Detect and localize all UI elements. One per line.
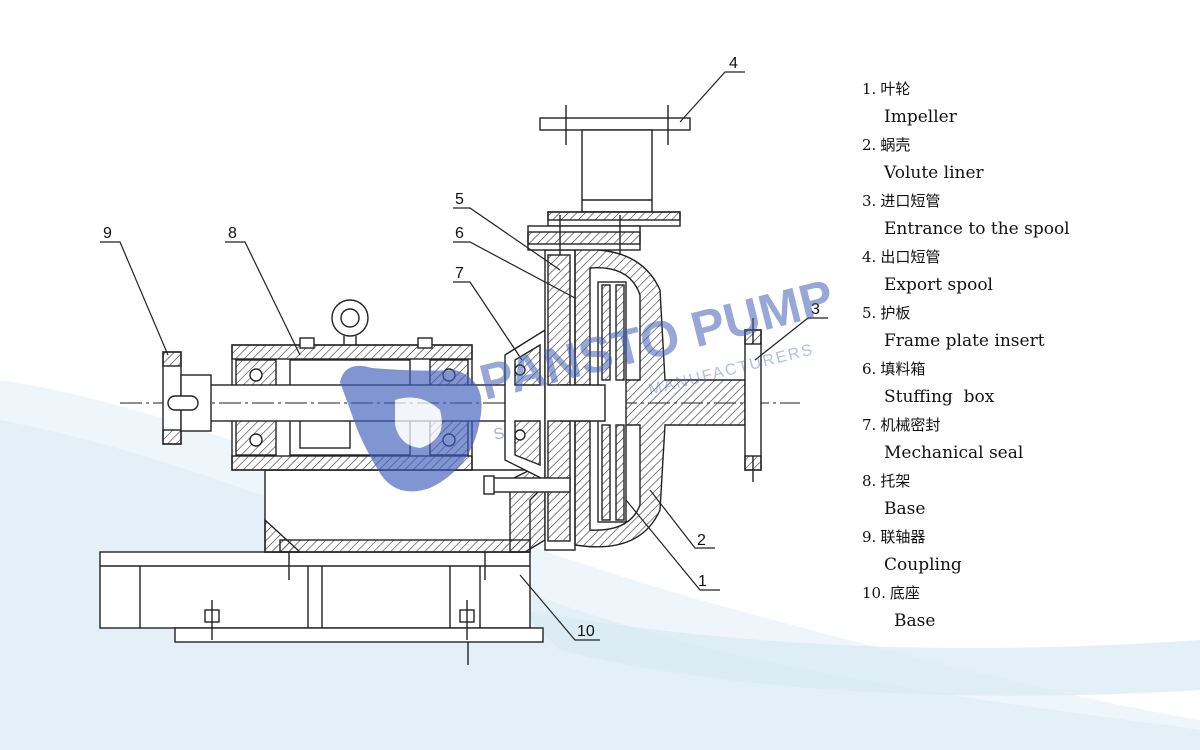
legend-number: 1. bbox=[862, 80, 877, 98]
legend-chinese-label: 进口短管 bbox=[880, 192, 941, 210]
legend-chinese-label: 填料箱 bbox=[880, 360, 926, 378]
callout-8: 8 bbox=[228, 225, 237, 242]
legend-english-label: Frame plate insert bbox=[884, 331, 1045, 351]
legend-english-label: Coupling bbox=[884, 555, 962, 575]
legend-item-1: 1.叶轮 Impeller bbox=[862, 78, 1192, 134]
legend-chinese-label: 底座 bbox=[889, 584, 920, 602]
legend-number: 4. bbox=[862, 248, 877, 266]
parts-legend: 1.叶轮 Impeller 2.蜗壳 Volute liner 3.进口短管 E… bbox=[862, 78, 1192, 638]
callout-10: 10 bbox=[577, 623, 595, 640]
legend-english-label: Export spool bbox=[884, 275, 993, 295]
legend-english-label: Mechanical seal bbox=[884, 443, 1024, 463]
legend-english-label: Impeller bbox=[884, 107, 957, 127]
coupling bbox=[162, 351, 212, 445]
legend-chinese-label: 护板 bbox=[880, 304, 911, 322]
wave-band bbox=[0, 420, 1200, 750]
legend-chinese-label: 蜗壳 bbox=[880, 136, 911, 154]
volute-casing bbox=[560, 248, 746, 548]
callout-6: 6 bbox=[455, 225, 464, 242]
watermark-sub-left: S bbox=[492, 425, 506, 444]
legend-item-8: 8.托架 Base bbox=[862, 470, 1192, 526]
legend-item-2: 2.蜗壳 Volute liner bbox=[862, 134, 1192, 190]
legend-number: 8. bbox=[862, 472, 877, 490]
callout-7: 7 bbox=[455, 265, 464, 282]
legend-item-10: 10.底座 Base bbox=[862, 582, 1192, 638]
callouts: 1 2 3 4 5 6 7 8 9 10 bbox=[100, 55, 828, 641]
legend-english-label: Entrance to the spool bbox=[884, 219, 1070, 239]
legend-english-label: Base bbox=[894, 611, 936, 631]
callout-5: 5 bbox=[455, 191, 464, 208]
callout-4: 4 bbox=[729, 55, 738, 72]
legend-item-4: 4.出口短管 Export spool bbox=[862, 246, 1192, 302]
legend-english-label: Volute liner bbox=[884, 163, 984, 183]
legend-chinese-label: 托架 bbox=[880, 472, 911, 490]
legend-chinese-label: 联轴器 bbox=[880, 528, 926, 546]
legend-chinese-label: 机械密封 bbox=[880, 416, 941, 434]
legend-number: 9. bbox=[862, 528, 877, 546]
legend-number: 2. bbox=[862, 136, 877, 154]
callout-3: 3 bbox=[811, 301, 820, 318]
outlet-spool bbox=[527, 105, 691, 255]
inlet-spool bbox=[744, 318, 762, 482]
legend-number: 10. bbox=[862, 584, 886, 602]
legend-chinese-label: 出口短管 bbox=[880, 248, 941, 266]
legend-number: 5. bbox=[862, 304, 877, 322]
legend-item-7: 7.机械密封 Mechanical seal bbox=[862, 414, 1192, 470]
legend-english-label: Stuffing box bbox=[884, 387, 995, 407]
legend-item-6: 6.填料箱 Stuffing box bbox=[862, 358, 1192, 414]
legend-number: 7. bbox=[862, 416, 877, 434]
legend-item-9: 9.联轴器 Coupling bbox=[862, 526, 1192, 582]
callout-2: 2 bbox=[697, 532, 706, 549]
legend-item-5: 5.护板 Frame plate insert bbox=[862, 302, 1192, 358]
callout-9: 9 bbox=[103, 225, 112, 242]
legend-chinese-label: 叶轮 bbox=[880, 80, 911, 98]
legend-number: 6. bbox=[862, 360, 877, 378]
callout-1: 1 bbox=[698, 573, 707, 590]
legend-item-3: 3.进口短管 Entrance to the spool bbox=[862, 190, 1192, 246]
wave-band bbox=[520, 610, 1200, 696]
legend-number: 3. bbox=[862, 192, 877, 210]
base-frame bbox=[99, 540, 544, 665]
legend-english-label: Base bbox=[884, 499, 926, 519]
seal-region bbox=[483, 249, 576, 551]
